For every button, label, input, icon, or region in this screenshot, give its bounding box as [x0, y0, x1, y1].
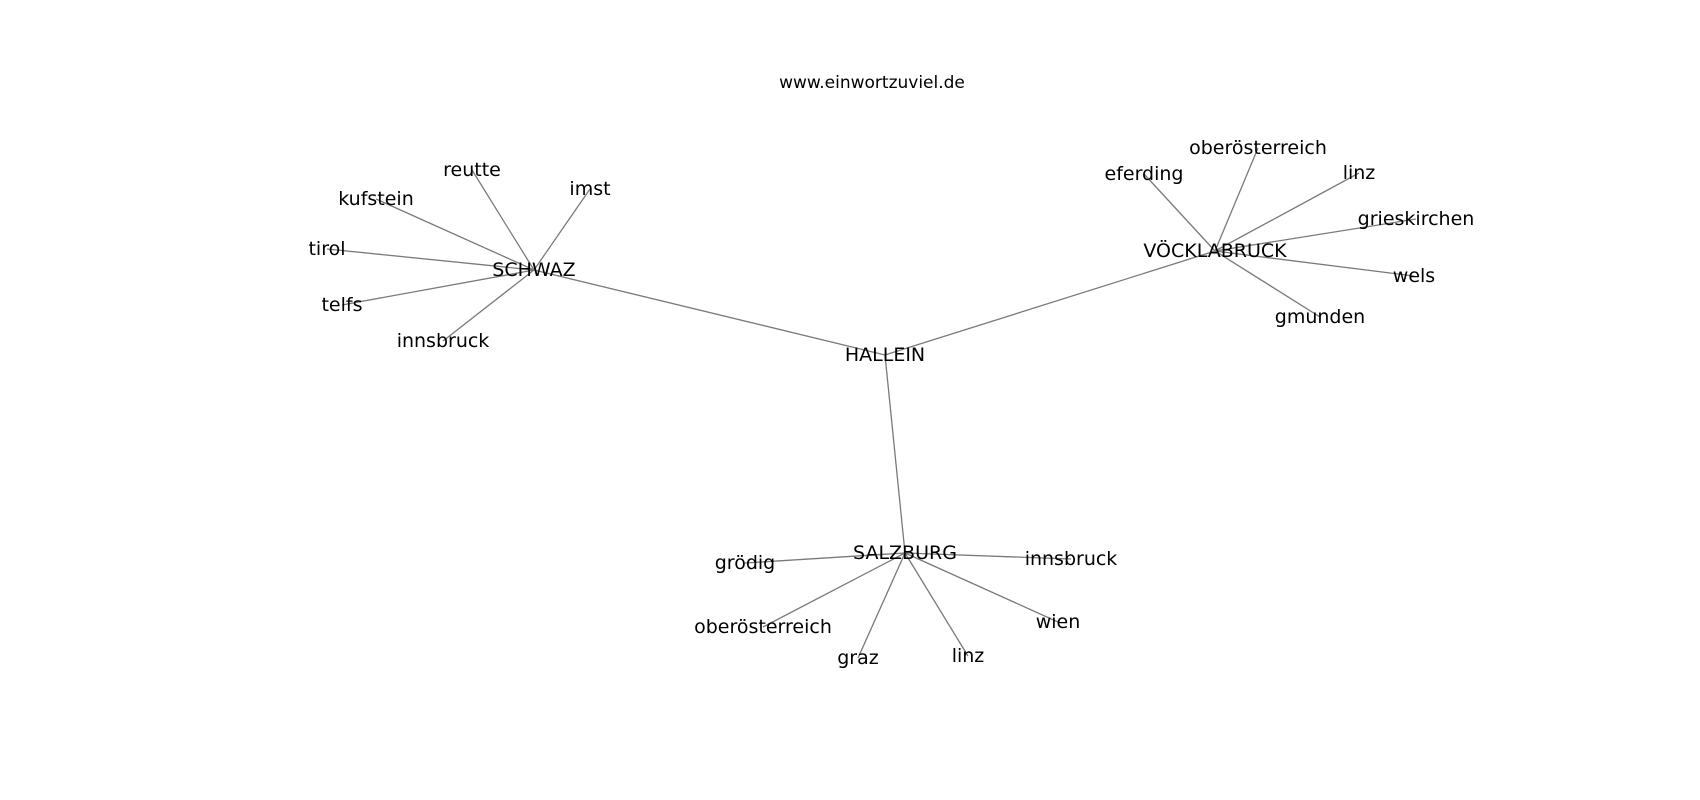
node-label-voeck-oberoesterreich: oberösterreich [1189, 137, 1327, 159]
edge-voecklabruck-voeck-eferding [1143, 173, 1216, 252]
edge-schwaz-schwaz-reutte [471, 169, 535, 271]
node-label-schwaz-telfs: telfs [321, 294, 362, 316]
edge-salzburg-salz-graz [857, 552, 906, 659]
node-label-schwaz-reutte: reutte [443, 159, 501, 181]
edge-schwaz-schwaz-tirol [326, 248, 535, 271]
node-layer: HALLEIN SCHWAZ VÖCKLABRUCK SALZBURG reutte im… [308, 137, 1474, 669]
edge-voecklabruck-voeck-wels [1214, 250, 1415, 277]
edge-salzburg-salz-groedig [744, 552, 906, 564]
node-label-voeck-linz: linz [1343, 162, 1376, 184]
edge-schwaz-schwaz-kufstein [375, 198, 535, 271]
node-label-voeck-grieskirchen: grieskirchen [1358, 208, 1475, 230]
node-label-voecklabruck: VÖCKLABRUCK [1143, 239, 1287, 262]
edge-hallein-salzburg [884, 354, 906, 554]
node-label-schwaz-tirol: tirol [308, 238, 345, 260]
edge-layer [326, 147, 1417, 659]
node-label-schwaz-innsbruck: innsbruck [397, 330, 490, 352]
node-label-voeck-eferding: eferding [1105, 163, 1184, 185]
node-label-schwaz: SCHWAZ [492, 259, 575, 281]
node-label-salz-linz: linz [952, 645, 985, 667]
edge-hallein-schwaz [533, 269, 886, 356]
node-label-salzburg: SALZBURG [853, 542, 957, 564]
edge-salzburg-salz-oberoesterreich [762, 552, 906, 628]
node-label-schwaz-kufstein: kufstein [338, 188, 414, 210]
edge-salzburg-salz-linz [904, 552, 969, 657]
edge-schwaz-schwaz-imst [533, 188, 591, 271]
edge-schwaz-schwaz-telfs [341, 269, 535, 306]
node-label-salz-groedig: grödig [715, 552, 775, 574]
node-label-salz-oberoesterreich: oberösterreich [694, 616, 832, 638]
edge-voecklabruck-voeck-linz [1214, 172, 1360, 252]
edge-voecklabruck-voeck-gmunden [1214, 250, 1321, 318]
node-label-schwaz-imst: imst [569, 178, 610, 200]
node-label-salz-innsbruck: innsbruck [1025, 548, 1118, 570]
node-label-hallein: HALLEIN [845, 344, 925, 366]
edge-voecklabruck-voeck-grieskirchen [1214, 218, 1417, 252]
edge-salzburg-salz-wien [904, 552, 1059, 623]
edge-voecklabruck-voeck-oberoesterreich [1214, 147, 1259, 252]
edge-salzburg-salz-innsbruck [904, 552, 1072, 560]
node-label-voeck-gmunden: gmunden [1275, 306, 1365, 328]
diagram-title: www.einwortzuviel.de [779, 73, 965, 93]
node-label-salz-graz: graz [837, 647, 879, 669]
edge-schwaz-schwaz-innsbruck [442, 269, 535, 342]
node-label-voeck-wels: wels [1393, 265, 1435, 287]
node-label-salz-wien: wien [1036, 611, 1081, 633]
edge-hallein-voecklabruck [884, 250, 1216, 356]
